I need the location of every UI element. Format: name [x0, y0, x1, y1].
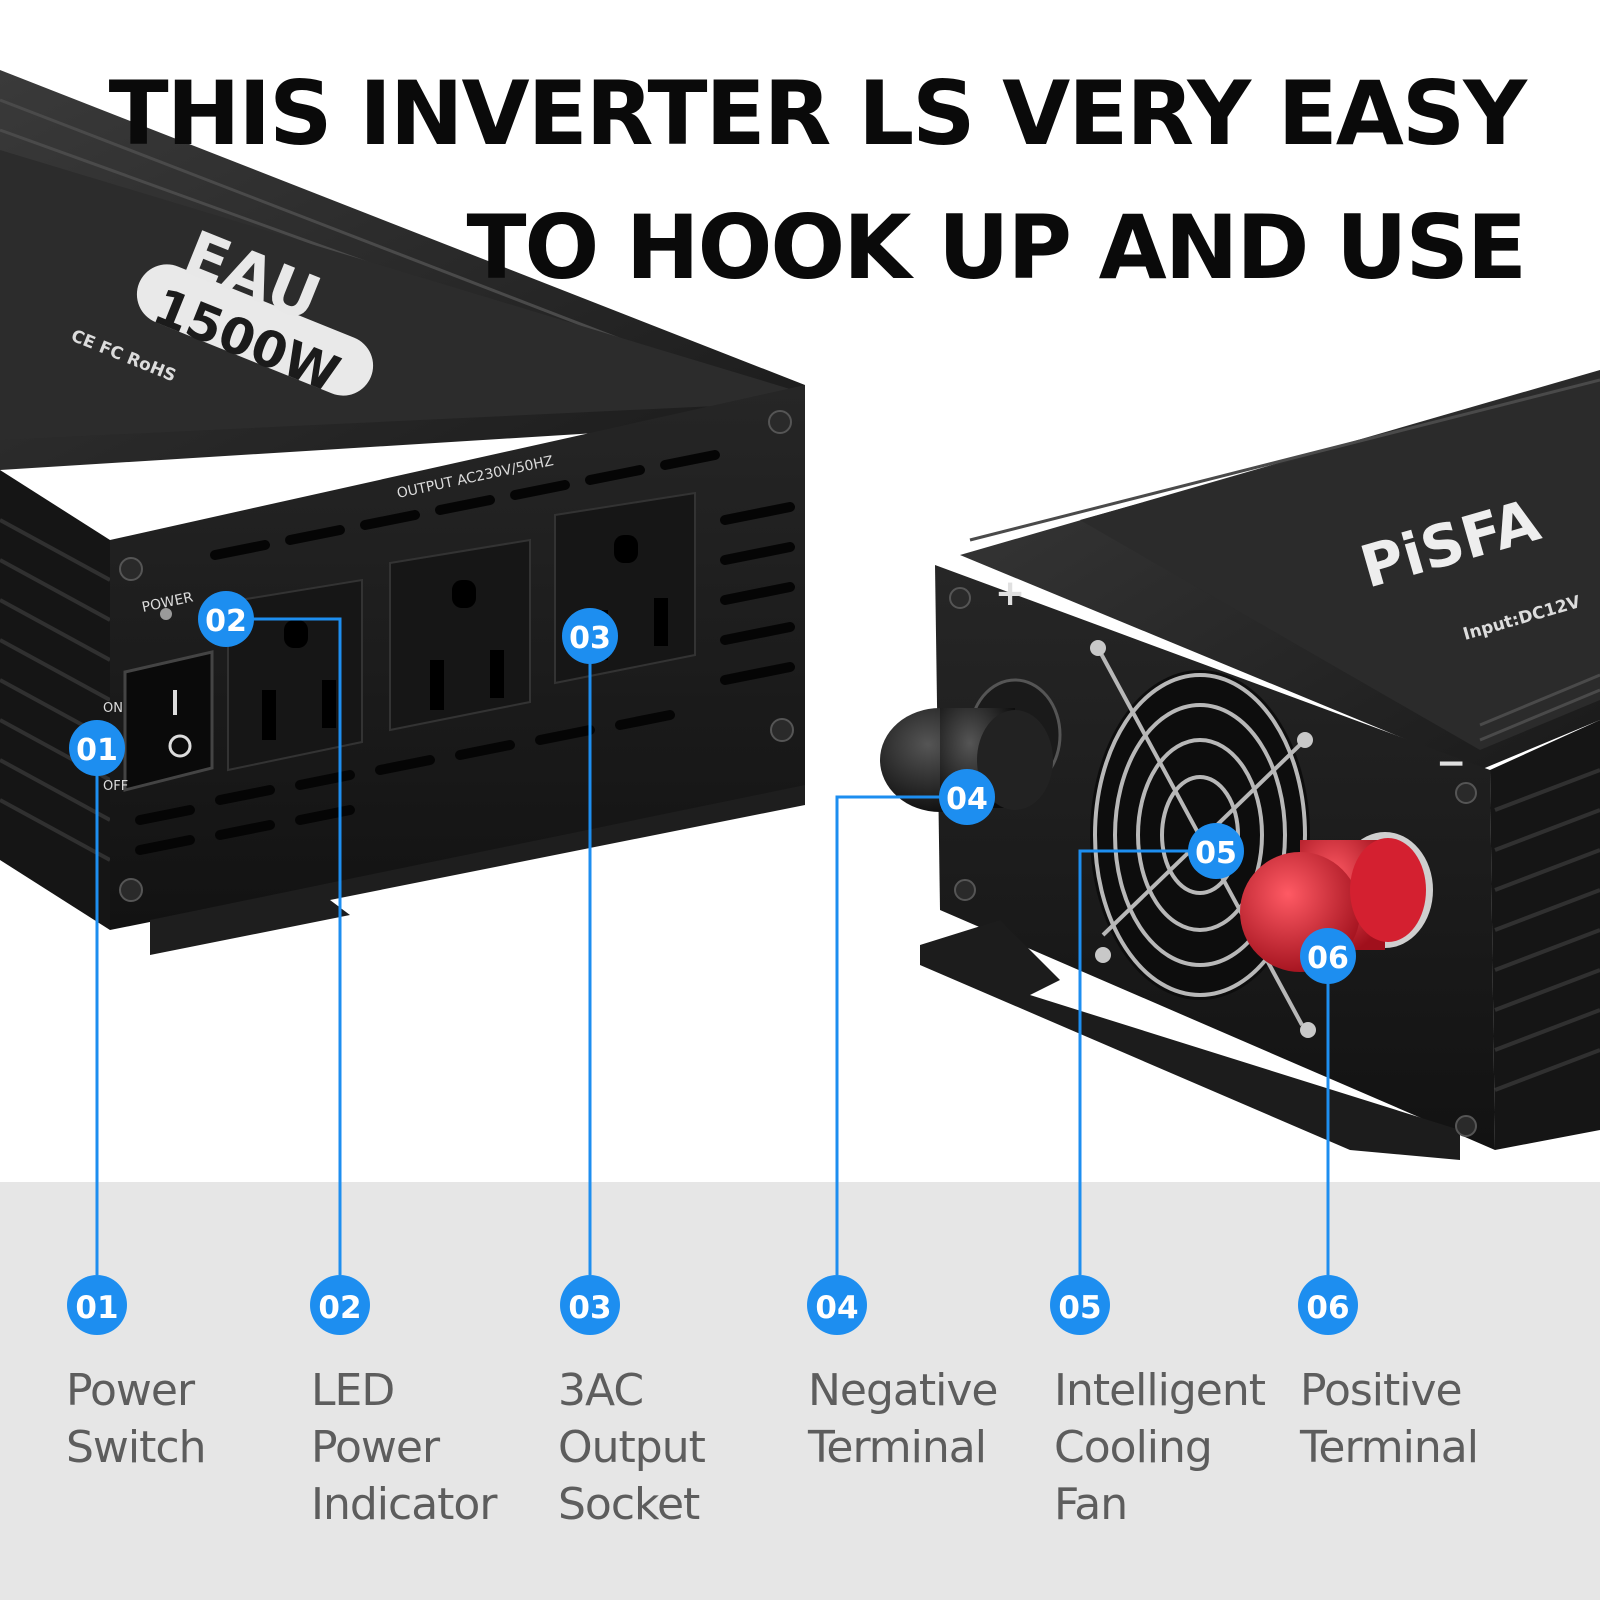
- feature-number-badge: 06: [1298, 1275, 1358, 1335]
- feature-label-3ac-output-socket: 3AC Output Socket: [558, 1365, 706, 1530]
- feature-label-negative-terminal: Negative Terminal: [808, 1365, 998, 1473]
- svg-text:04: 04: [946, 782, 988, 817]
- ac-outlet: [389, 538, 531, 732]
- callout-lines: [95, 617, 1330, 1275]
- switch-off-label: OFF: [103, 779, 128, 794]
- vent-slots: [135, 450, 795, 855]
- mounting-foot: [920, 920, 1460, 1160]
- callout-marker: 06: [1300, 928, 1356, 984]
- switch-on-label: ON: [103, 701, 123, 716]
- screws: [949, 587, 1477, 1137]
- power-rocker-switch: [123, 650, 214, 792]
- callout-marker: 03: [562, 608, 618, 664]
- feature-number-badge: 04: [807, 1275, 867, 1335]
- plus-sign: +: [995, 573, 1025, 614]
- headline-line-2: TO HOOK UP AND USE: [466, 196, 1527, 299]
- side-fins: [0, 518, 111, 862]
- callout-marker: 01: [69, 720, 125, 776]
- svg-text:01: 01: [76, 733, 118, 768]
- minus-sign: −: [1436, 743, 1466, 784]
- screws: [119, 410, 794, 902]
- callout-marker: 05: [1188, 823, 1244, 879]
- top-label-area: [1080, 375, 1600, 750]
- inverter-side: [0, 470, 110, 930]
- inverter-front-view: [0, 70, 805, 955]
- svg-text:02: 02: [205, 604, 247, 639]
- power-rating-badge: [136, 264, 374, 396]
- feature-label-intelligent-cooling-fan: Intelligent Cooling Fan: [1054, 1365, 1266, 1530]
- feature-label-power-switch: Power Switch: [66, 1365, 206, 1473]
- svg-text:05: 05: [1058, 1290, 1101, 1326]
- svg-text:03: 03: [568, 1290, 611, 1326]
- inverter-rear-view: [880, 370, 1600, 1160]
- negative-terminal-knob: [880, 678, 1062, 812]
- ac-outlet: [227, 578, 363, 772]
- svg-text:05: 05: [1195, 836, 1237, 871]
- headline-line-1: THIS INVERTER LS VERY EASY: [108, 62, 1527, 165]
- feature-panel-background: [0, 1182, 1600, 1600]
- feature-number-badge: 05: [1050, 1275, 1110, 1335]
- power-led: [160, 608, 172, 620]
- svg-text:03: 03: [569, 621, 611, 656]
- top-fins: [969, 378, 1600, 742]
- callout-marker: 04: [939, 769, 995, 825]
- svg-text:01: 01: [75, 1290, 118, 1326]
- feature-number-badge: 03: [560, 1275, 620, 1335]
- feature-label-led-power-indicator: LED Power Indicator: [311, 1365, 497, 1530]
- side-fins: [1494, 768, 1600, 1092]
- svg-text:04: 04: [815, 1290, 858, 1326]
- svg-text:06: 06: [1306, 1290, 1349, 1326]
- feature-number-badge: 01: [67, 1275, 127, 1335]
- feature-number-badge: 02: [310, 1275, 370, 1335]
- mounting-foot: [150, 785, 805, 955]
- svg-text:02: 02: [318, 1290, 361, 1326]
- svg-text:06: 06: [1307, 941, 1349, 976]
- callout-marker: 02: [198, 591, 254, 647]
- top-label-area: [0, 150, 800, 440]
- feature-label-positive-terminal: Positive Terminal: [1300, 1365, 1479, 1473]
